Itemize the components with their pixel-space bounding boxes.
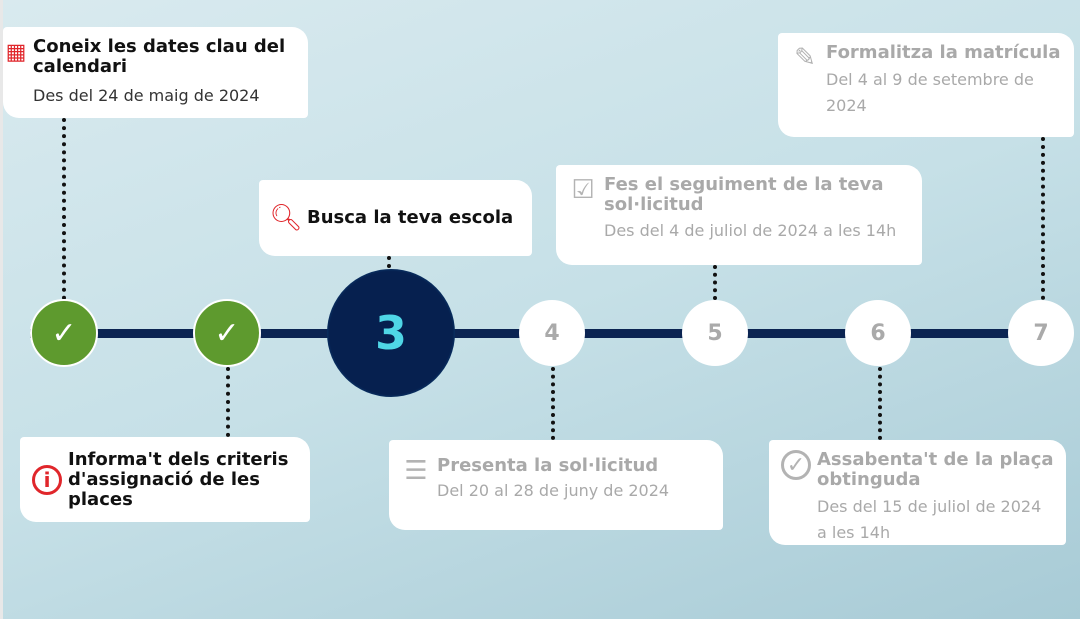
step-6-circle[interactable]: 6 — [845, 300, 911, 366]
checkmark-icon: ✓ — [51, 315, 77, 351]
connector-7 — [1041, 137, 1045, 300]
step-number: 6 — [870, 320, 886, 346]
step-subtitle: Des del 4 de juliol de 2024 a les 14h — [604, 221, 897, 240]
step-3-circle[interactable]: 3 — [327, 269, 455, 397]
check-circle-icon: ✓ — [781, 450, 811, 480]
checkmark-icon: ✓ — [214, 315, 240, 351]
step-2-card[interactable]: i Informa't dels criteris d'assignació d… — [20, 437, 310, 522]
step-title: Assabenta't de la plaça obtinguda — [817, 449, 1054, 490]
step-5-circle[interactable]: 5 — [682, 300, 748, 366]
form-icon: ☰ — [404, 456, 428, 486]
connector-6 — [878, 367, 882, 440]
step-title: Presenta la sol·licitud — [437, 455, 659, 476]
step-2-circle[interactable]: ✓ — [193, 299, 261, 367]
step-number: 5 — [707, 320, 723, 346]
connector-3 — [387, 256, 391, 268]
step-number: 3 — [374, 306, 407, 360]
step-1-circle[interactable]: ✓ — [30, 299, 98, 367]
step-subtitle: Des del 24 de maig de 2024 — [33, 86, 260, 105]
connector-5 — [713, 265, 717, 300]
connector-1 — [62, 118, 66, 300]
checklist-icon: ☑ — [571, 175, 595, 205]
step-title: Formalitza la matrícula — [826, 42, 1061, 63]
step-subtitle: Del 4 al 9 de setembre de 2024 — [826, 70, 1034, 115]
step-title: Coneix les dates clau del calendari — [33, 36, 286, 77]
step-number: 7 — [1033, 320, 1049, 346]
step-3-card[interactable]: 🔍︎ Busca la teva escola — [259, 180, 532, 256]
step-5-card[interactable]: ☑ Fes el seguiment de la teva sol·licitu… — [556, 165, 922, 265]
step-subtitle: Des del 15 de juliol de 2024 a les 14h — [817, 497, 1042, 542]
left-edge — [0, 0, 3, 619]
step-7-circle[interactable]: 7 — [1008, 300, 1074, 366]
info-icon: i — [32, 464, 62, 495]
calendar-icon: ▦ — [5, 39, 27, 65]
step-4-circle[interactable]: 4 — [519, 300, 585, 366]
connector-4 — [551, 367, 555, 440]
step-title: Busca la teva escola — [307, 207, 514, 228]
step-subtitle: Del 20 al 28 de juny de 2024 — [437, 481, 670, 500]
step-title: Fes el seguiment de la teva sol·licitud — [604, 174, 884, 215]
search-icon: 🔍︎ — [269, 203, 303, 233]
document-edit-icon: ✎ — [794, 43, 816, 73]
step-number: 4 — [544, 320, 560, 346]
step-title: Informa't dels criteris d'assignació de … — [68, 448, 289, 510]
connector-2 — [226, 367, 230, 437]
